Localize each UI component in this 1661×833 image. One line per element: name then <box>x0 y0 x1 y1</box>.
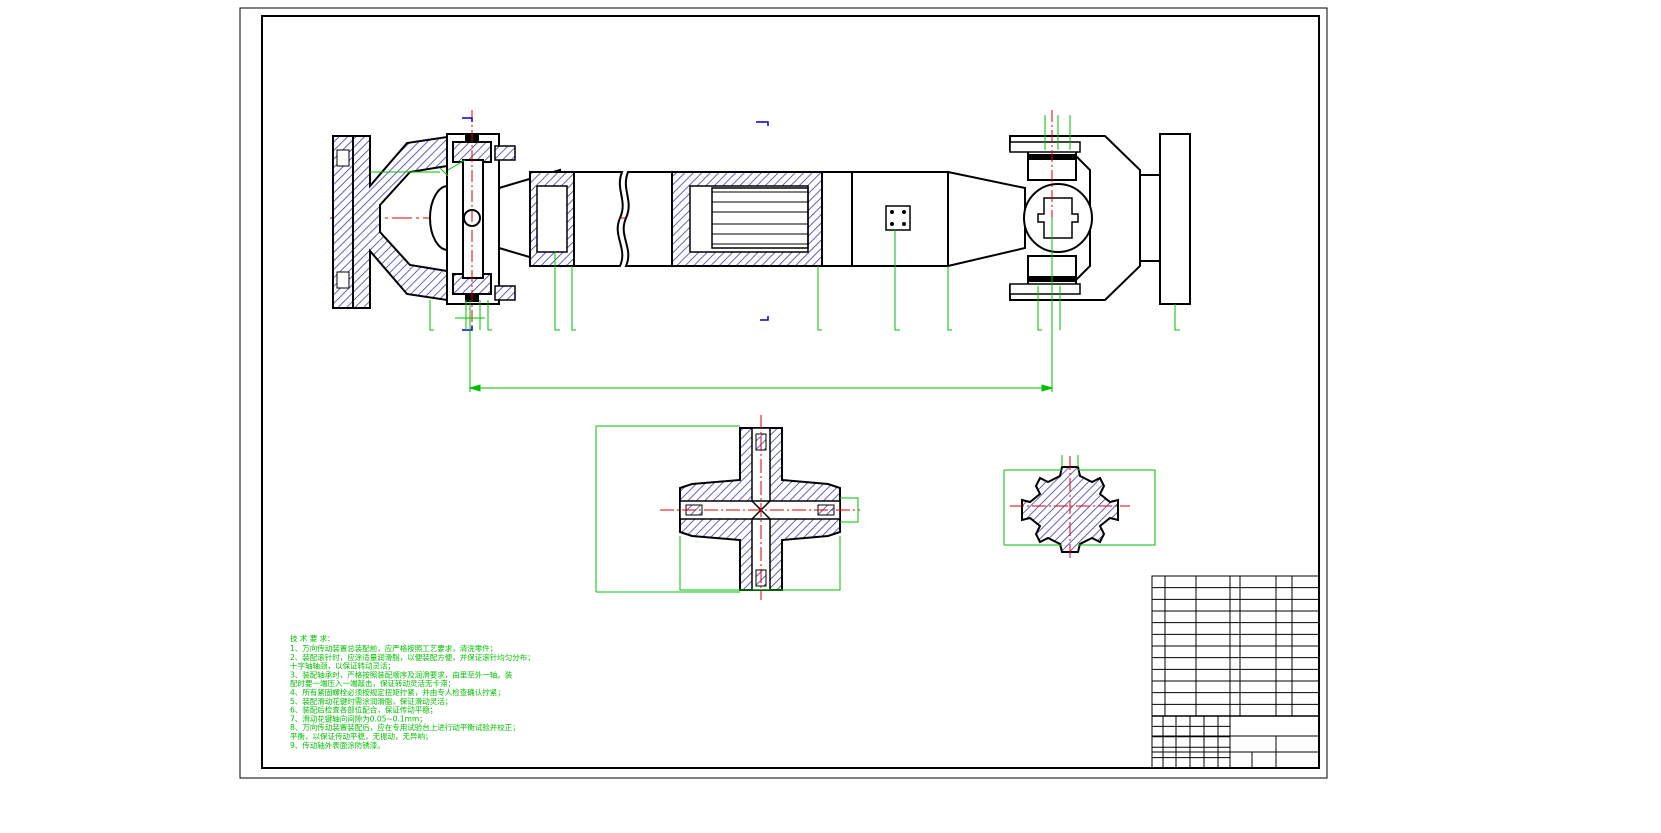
shaft-tube <box>821 170 1026 268</box>
note-line: 9、传动轴外表面涂防锈漆。 <box>290 740 385 750</box>
section-markers <box>462 117 769 331</box>
note-line: 1、万向传动装置总装配前，应严格按照工艺要求，清洗零件； <box>290 643 497 653</box>
leader-lines <box>370 115 1180 331</box>
note-line: 十字轴轴颈，以保证转动灵活； <box>290 661 395 671</box>
note-line: 8、万向传动装置装配后，应在专用试验台上进行动平衡试验并校正； <box>290 722 520 732</box>
note-line: 2、装配滚针时，应涂适量润滑脂，以便装配方便，并保证滚针均匀分布； <box>290 652 535 662</box>
note-line: 6、装配后检查各部位配合，保证传动平稳； <box>290 705 437 715</box>
note-line: 5、装配滑动花键时需涂润滑脂，保证滑动灵活； <box>290 696 452 706</box>
note-line: 7、滑动花键轴向间隙为0.05~0.1mm； <box>290 713 427 723</box>
cross-detail-view <box>595 415 860 600</box>
overall-length-dimension <box>468 218 1054 392</box>
note-line: 3、装配轴承时，严格按照装配顺序及润滑要求，由里至外一轴。装 <box>290 669 513 679</box>
spline-sleeve <box>529 171 823 267</box>
drive-shaft-view <box>330 110 1191 392</box>
spline-section-view <box>1003 455 1156 560</box>
inner-frame <box>261 15 1320 769</box>
notes-heading: 技 术 要 求： <box>290 633 335 643</box>
outer-frame <box>239 7 1328 779</box>
note-line: 配时要一端压入一端敲击，保证转动灵活无卡滞； <box>290 678 455 688</box>
note-line: 4、所有紧固螺栓必须按规定扭矩拧紧，并由专人检查确认拧紧； <box>290 687 505 697</box>
right-yoke <box>1009 133 1191 305</box>
title-block <box>1151 575 1320 769</box>
note-line: 平衡，以保证传动平稳，无振动，无异响； <box>290 731 433 741</box>
technical-notes: 技 术 要 求： 1、万向传动装置总装配前，应严格按照工艺要求，清洗零件；2、装… <box>290 633 535 750</box>
